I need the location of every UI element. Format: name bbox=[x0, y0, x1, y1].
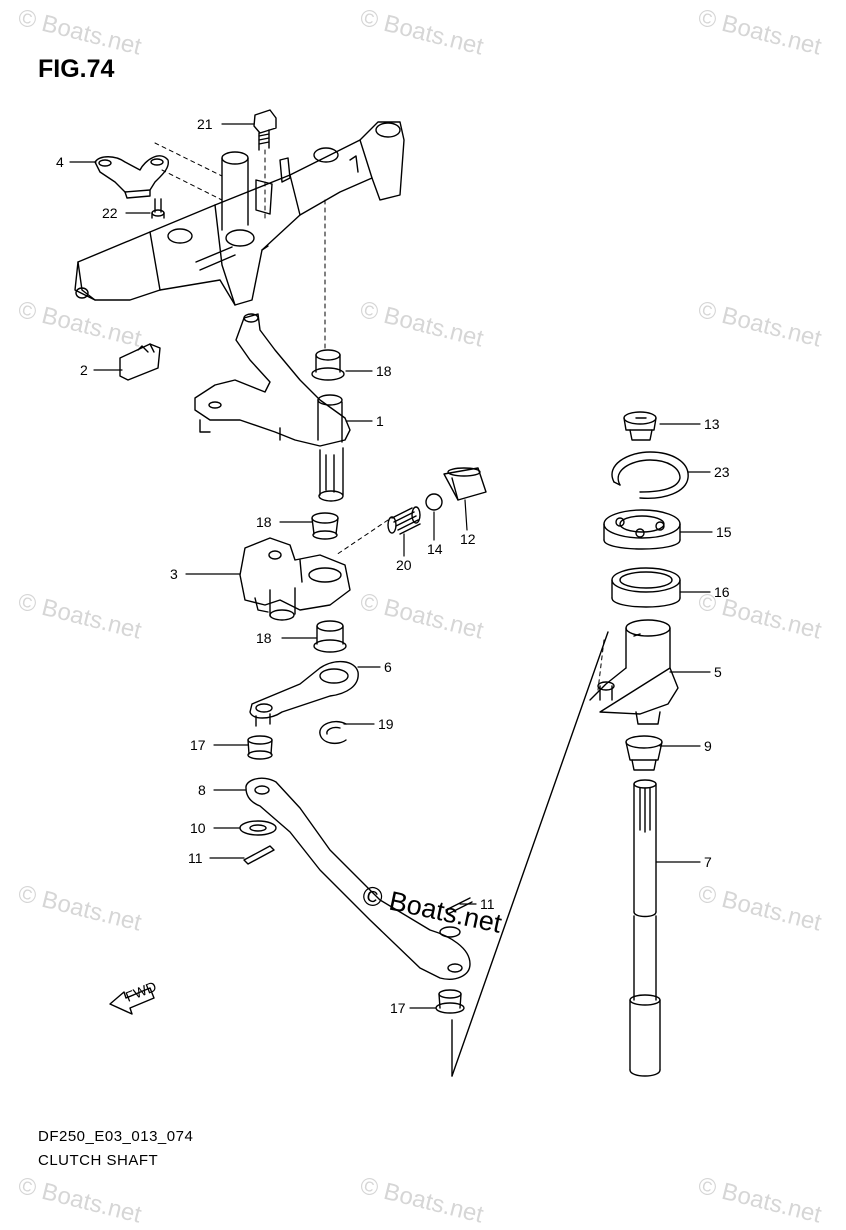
cotter-pin-11 bbox=[243, 845, 275, 865]
callout-17b: 17 bbox=[390, 1000, 406, 1016]
screw-22 bbox=[151, 198, 165, 219]
callout-21: 21 bbox=[197, 116, 213, 132]
callout-8: 8 bbox=[198, 782, 206, 798]
shift-rod-line bbox=[451, 631, 609, 1077]
callout-1: 1 bbox=[376, 413, 384, 429]
callout-17: 17 bbox=[190, 737, 206, 753]
callout-16: 16 bbox=[714, 584, 730, 600]
callout-10: 10 bbox=[190, 820, 206, 836]
link-8 bbox=[245, 777, 471, 980]
bushing-18-low bbox=[313, 620, 347, 653]
bushing-18-mid bbox=[311, 512, 339, 540]
callout-11: 11 bbox=[188, 850, 203, 866]
snap-ring-23 bbox=[611, 451, 689, 499]
bushing-17-top bbox=[247, 735, 273, 760]
callout-15: 15 bbox=[716, 524, 732, 540]
ball-14 bbox=[425, 493, 443, 511]
figure-code: DF250_E03_013_074 bbox=[38, 1128, 194, 1145]
callout-23: 23 bbox=[714, 464, 730, 480]
clutch-shaft-7 bbox=[629, 779, 661, 1077]
bushing-17-bottom bbox=[435, 989, 465, 1014]
callout-3: 3 bbox=[170, 566, 178, 582]
callout-7: 7 bbox=[704, 854, 712, 870]
callout-22: 22 bbox=[102, 205, 118, 221]
plate-4 bbox=[94, 155, 169, 199]
callouts: 21 4 22 2 18 1 13 23 15 16 18 14 12 20 3… bbox=[56, 116, 732, 1016]
shift-cam-3 bbox=[239, 537, 351, 621]
plug-13 bbox=[623, 411, 657, 441]
callout-12: 12 bbox=[460, 531, 476, 547]
callout-6: 6 bbox=[384, 659, 392, 675]
figure-name: CLUTCH SHAFT bbox=[38, 1152, 159, 1169]
callout-5: 5 bbox=[714, 664, 722, 680]
callout-18: 18 bbox=[376, 363, 392, 379]
clutch-shaft-diagram: FWD 21 4 22 2 18 1 bbox=[56, 109, 732, 1077]
callout-18b: 18 bbox=[256, 514, 272, 530]
callout-2: 2 bbox=[80, 362, 88, 378]
bolt-21 bbox=[253, 109, 277, 151]
callout-20: 20 bbox=[396, 557, 412, 573]
nut-9 bbox=[625, 735, 663, 771]
callout-18c: 18 bbox=[256, 630, 272, 646]
sleeve-12 bbox=[443, 467, 487, 501]
callout-4: 4 bbox=[56, 154, 64, 170]
leader-lines bbox=[69, 123, 713, 1009]
callout-14: 14 bbox=[427, 541, 443, 557]
bushing-18-top bbox=[311, 349, 345, 381]
shift-bracket bbox=[74, 121, 405, 306]
figure-title: FIG.74 bbox=[38, 55, 115, 83]
washer-10 bbox=[239, 820, 277, 836]
e-clip-19 bbox=[319, 720, 347, 745]
bearing-15 bbox=[603, 509, 681, 550]
rod-line-ext bbox=[597, 639, 605, 691]
callout-9: 9 bbox=[704, 738, 712, 754]
spring-20 bbox=[387, 506, 421, 535]
fwd-arrow-icon: FWD bbox=[109, 978, 159, 1015]
clip-2 bbox=[119, 343, 161, 381]
assembly-lines bbox=[154, 142, 389, 556]
bracket-5 bbox=[589, 619, 679, 725]
callout-13: 13 bbox=[704, 416, 720, 432]
arm-6 bbox=[249, 661, 359, 727]
callout-11b: 11 bbox=[480, 896, 495, 912]
seal-16 bbox=[611, 567, 681, 608]
callout-19: 19 bbox=[378, 716, 394, 732]
shift-lever-1 bbox=[194, 313, 351, 502]
